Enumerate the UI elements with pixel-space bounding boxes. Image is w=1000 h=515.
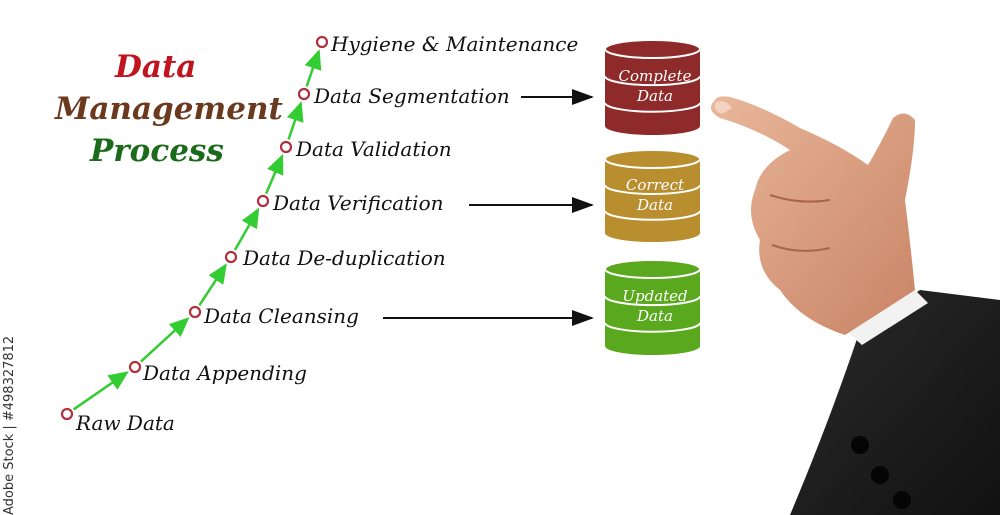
pointing-hand-illustration <box>711 96 1000 515</box>
step-node <box>315 35 329 49</box>
shirt-cuff <box>845 290 928 345</box>
hand <box>711 96 915 335</box>
db-complete-line1: Complete <box>618 67 692 85</box>
step-label-verification: Data Verification <box>273 191 444 215</box>
step-node <box>60 407 74 421</box>
db-updated-line1: Updated <box>622 287 688 305</box>
step-node <box>256 194 270 208</box>
step-label-appending: Data Appending <box>143 361 307 385</box>
step-node <box>224 250 238 264</box>
db-cylinder-complete <box>604 39 701 135</box>
sleeve-button <box>851 436 869 454</box>
step-arrows-group <box>72 49 322 411</box>
step-arrow <box>198 263 227 306</box>
db-complete-line2: Data <box>637 87 673 105</box>
db-label-correct: Correct Data <box>605 175 705 215</box>
title-line-3: Process <box>90 133 224 169</box>
step-arrow <box>304 49 322 87</box>
database-group <box>604 39 701 356</box>
step-label-deduplication: Data De-duplication <box>243 246 446 270</box>
title-line-2: Management <box>55 91 283 127</box>
step-node <box>279 140 293 154</box>
step-arrow <box>140 317 190 363</box>
step-arrow <box>286 101 304 140</box>
step-node <box>297 87 311 101</box>
db-correct-line1: Correct <box>625 176 685 194</box>
step-label-raw-data: Raw Data <box>76 411 175 435</box>
db-cylinder-updated <box>604 259 701 356</box>
db-updated-line2: Data <box>637 307 673 325</box>
step-arrow <box>233 207 260 251</box>
step-node <box>188 305 202 319</box>
step-label-hygiene: Hygiene & Maintenance <box>331 32 579 56</box>
db-label-updated: Updated Data <box>605 286 705 326</box>
step-label-cleansing: Data Cleansing <box>204 304 359 328</box>
sleeve-button <box>871 466 889 484</box>
step-label-validation: Data Validation <box>296 137 452 161</box>
step-arrow <box>72 371 129 411</box>
finger-crease <box>771 244 831 252</box>
step-label-segmentation: Data Segmentation <box>314 84 510 108</box>
title-line-1: Data <box>115 49 197 85</box>
suit-sleeve <box>790 290 1000 515</box>
sleeve-button <box>893 491 911 509</box>
finger-crease <box>769 194 831 203</box>
db-cylinder-correct <box>604 149 701 242</box>
step-node <box>128 360 142 374</box>
stock-watermark: Adobe Stock | #498327812 <box>2 335 17 515</box>
db-correct-line2: Data <box>637 196 673 214</box>
step-arrow <box>264 153 284 195</box>
step-nodes-group <box>60 35 329 421</box>
fingernail <box>714 101 732 114</box>
db-label-complete: Complete Data <box>605 66 705 106</box>
